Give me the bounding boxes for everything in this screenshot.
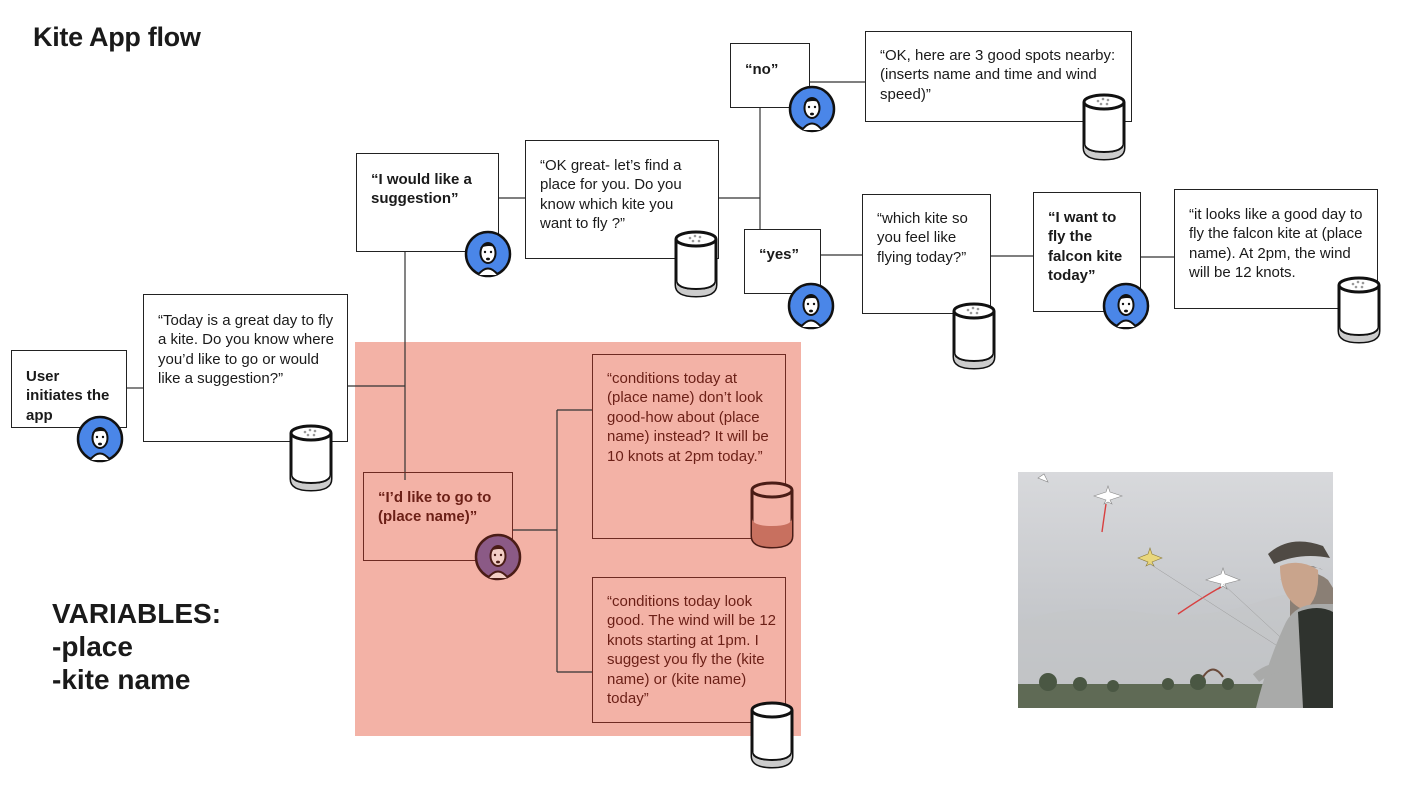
variables-list: VARIABLES: -place -kite name (52, 597, 221, 696)
smart-speaker-icon (750, 481, 794, 549)
smart-speaker-icon (1337, 276, 1381, 344)
node-greeting: “Today is a great day to fly a kite. Do … (143, 294, 348, 442)
page-title: Kite App flow (33, 22, 201, 52)
user-avatar-icon (1102, 282, 1150, 330)
node-which-kite: “which kite so you feel like flying toda… (862, 194, 991, 314)
smart-speaker-icon (1082, 93, 1126, 161)
user-avatar-icon (474, 533, 522, 581)
place-branch-highlight (355, 342, 801, 736)
kite-flying-photo (1018, 472, 1333, 708)
smart-speaker-icon (750, 701, 794, 769)
smart-speaker-icon (289, 424, 333, 492)
smart-speaker-icon (952, 302, 996, 370)
variables-heading: VARIABLES: (52, 598, 222, 629)
node-go-to-place: “I’d like to go to (place name)” (363, 472, 513, 561)
node-good-conditions: “conditions today look good. The wind wi… (592, 577, 786, 723)
user-avatar-icon (787, 282, 835, 330)
variable-item: -place (52, 631, 133, 662)
node-user-initiates: User initiates the app (11, 350, 127, 428)
user-avatar-icon (788, 85, 836, 133)
node-bad-conditions: “conditions today at (place name) don’t … (592, 354, 786, 539)
variable-item: -kite name (52, 664, 191, 695)
smart-speaker-icon (674, 230, 718, 298)
node-find-place: “OK great- let’s find a place for you. D… (525, 140, 719, 259)
user-avatar-icon (76, 415, 124, 463)
user-avatar-icon (464, 230, 512, 278)
